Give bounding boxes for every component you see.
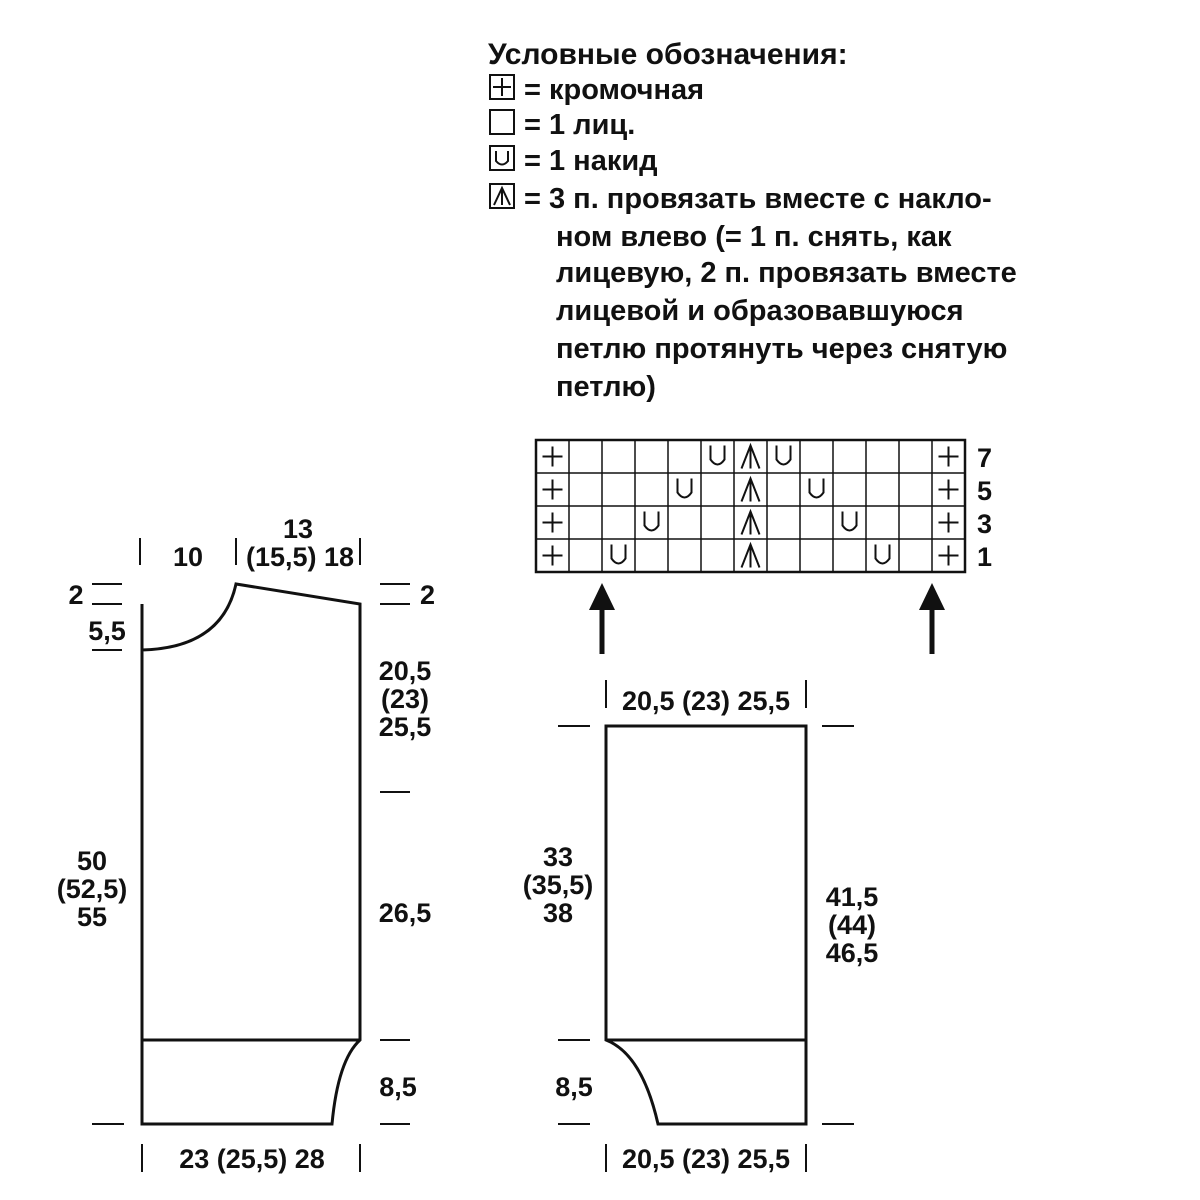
- repeat-arrows: [589, 583, 945, 654]
- row-number: 1: [977, 542, 992, 572]
- dec3-left-icon: [740, 442, 761, 469]
- legend-text: = 1 лиц.: [524, 109, 635, 141]
- yarn-over-icon: [808, 478, 825, 499]
- total-height-label: 50: [77, 846, 107, 876]
- dec3-left-icon: [489, 183, 515, 209]
- sleeve-right-height-label: 46,5: [826, 938, 879, 968]
- dec3-left-icon: [740, 541, 761, 568]
- yarn-over-icon: [775, 445, 792, 466]
- neck-drop-label: 2: [68, 580, 83, 610]
- legend-text: лицевую, 2 п. провязать вместе: [556, 257, 1017, 289]
- armhole-height-label: 25,5: [379, 712, 432, 742]
- legend-text: ном влево (= 1 п. снять, как: [556, 221, 952, 253]
- total-height-label: (52,5): [57, 874, 128, 904]
- legend-item-selvage: = кромочная: [489, 74, 704, 106]
- selvage-stitch-icon: [542, 446, 563, 467]
- body-piece: 10 13 (15,5) 18 2 5,5 50 (52,5) 55 2 20,…: [57, 514, 435, 1174]
- sleeve-hem-height-label: 8,5: [555, 1072, 593, 1102]
- neck-depth-label: 5,5: [88, 616, 126, 646]
- legend-text: = кромочная: [524, 74, 704, 106]
- sleeve-left-height-label: 33: [543, 842, 573, 872]
- neck-width-label: 10: [173, 542, 203, 572]
- yarn-over-icon: [874, 544, 891, 565]
- legend-text: петлю протянуть через снятую: [556, 333, 1007, 365]
- legend-text: лицевой и образовавшуюся: [556, 295, 964, 327]
- yarn-over-icon: [643, 511, 660, 532]
- shoulder-drop-label: 2: [420, 580, 435, 610]
- row-number: 5: [977, 476, 992, 506]
- dec3-left-icon: [740, 508, 761, 535]
- selvage-stitch-icon: [938, 545, 959, 566]
- armhole-height-label: 20,5: [379, 656, 432, 686]
- bottom-width-label: 23 (25,5) 28: [179, 1144, 325, 1174]
- body-outline: [140, 582, 362, 1126]
- yarn-over-icon: [676, 478, 693, 499]
- selvage-stitch-icon: [542, 545, 563, 566]
- sleeve-right-height-label: (44): [828, 910, 876, 940]
- row-number: 7: [977, 443, 992, 473]
- dec3-left-icon: [740, 475, 761, 502]
- selvage-stitch-icon: [938, 512, 959, 533]
- legend-item-yarn-over: = 1 накид: [489, 145, 658, 177]
- shoulder-width-label: (15,5) 18: [246, 542, 354, 572]
- sleeve-left-height-label: 38: [543, 898, 573, 928]
- legend-text: = 3 п. провязать вместе с накло-: [524, 183, 992, 215]
- yarn-over-icon: [841, 511, 858, 532]
- arrow-up-icon: [589, 583, 615, 654]
- selvage-stitch-icon: [542, 512, 563, 533]
- selvage-stitch-icon: [542, 479, 563, 500]
- sleeve-outline: [604, 724, 808, 1126]
- sleeve-piece: 20,5 (23) 25,5 33 (35,5) 38 8,5 41,5 (44…: [523, 680, 879, 1174]
- side-height-label: 26,5: [379, 898, 432, 928]
- sleeve-left-height-label: (35,5): [523, 870, 594, 900]
- legend-item-knit: = 1 лиц.: [489, 109, 635, 141]
- legend-item-dec3: = 3 п. провязать вместе с накло- ном вле…: [489, 183, 1017, 403]
- arrow-up-icon: [919, 583, 945, 654]
- selvage-stitch-icon: [938, 479, 959, 500]
- empty-box-icon: [489, 109, 515, 135]
- selvage-stitch-icon: [938, 446, 959, 467]
- armhole-height-label: (23): [381, 684, 429, 714]
- shoulder-width-label: 13: [283, 514, 313, 544]
- total-height-label: 55: [77, 902, 107, 932]
- yarn-over-icon: [610, 544, 627, 565]
- legend: Условные обозначения: = кромочная = 1 ли…: [488, 38, 1017, 403]
- legend-text: = 1 накид: [524, 145, 658, 177]
- yarn-over-icon: [709, 445, 726, 466]
- yarn-over-icon: [489, 145, 515, 171]
- sleeve-top-width-label: 20,5 (23) 25,5: [622, 686, 790, 716]
- sleeve-bottom-width-label: 20,5 (23) 25,5: [622, 1144, 790, 1174]
- plus-box-icon: [489, 74, 515, 100]
- sleeve-right-height-label: 41,5: [826, 882, 879, 912]
- legend-title: Условные обозначения:: [488, 38, 848, 71]
- legend-text: петлю): [556, 371, 656, 403]
- row-number: 3: [977, 509, 992, 539]
- hem-height-label: 8,5: [379, 1072, 417, 1102]
